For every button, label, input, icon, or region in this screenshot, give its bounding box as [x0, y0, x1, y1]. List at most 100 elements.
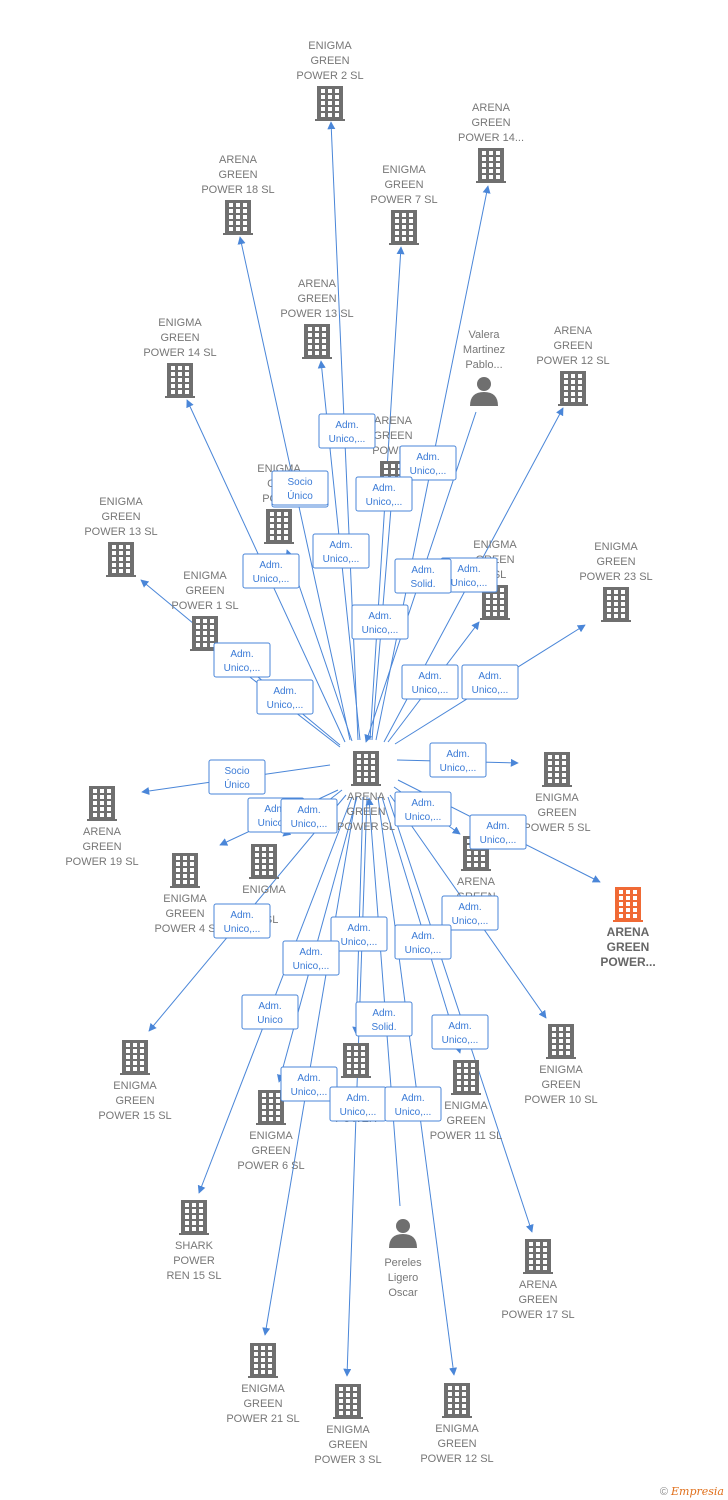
building-window — [354, 1058, 358, 1062]
edge-label[interactable]: Adm.Unico,... — [384, 1086, 442, 1122]
building-window — [354, 1070, 358, 1074]
building-window — [254, 1364, 258, 1368]
edge-label[interactable]: Adm.Unico,... — [469, 814, 527, 850]
edge-label[interactable]: Adm.Unico,... — [431, 1014, 489, 1050]
building-window — [621, 590, 625, 594]
node-label-line: POWER 3 SL — [314, 1454, 381, 1466]
edge-label-text: Solid. — [410, 579, 435, 590]
building-base — [442, 1416, 472, 1418]
building-window — [236, 209, 240, 213]
building-window — [543, 1242, 547, 1246]
edge-label-text: Unico,... — [362, 625, 399, 636]
building-window — [126, 569, 130, 573]
edge-label[interactable]: Adm.Unico,... — [318, 413, 376, 449]
building-window — [448, 1398, 452, 1402]
building-window — [192, 1209, 196, 1213]
edge-label[interactable]: Adm.Unico,... — [351, 604, 409, 640]
building-window — [308, 339, 312, 343]
edge-label[interactable]: Adm.Unico,... — [312, 533, 370, 569]
edge-label[interactable]: Adm.Solid. — [355, 1001, 413, 1037]
building-window — [402, 213, 406, 217]
building-window — [619, 896, 623, 900]
edge-label[interactable]: Adm.Unico,... — [213, 642, 271, 678]
edge-label[interactable]: Adm.Unico,... — [330, 916, 388, 952]
edge-label[interactable]: Adm.Unico,... — [441, 895, 499, 931]
edge-label[interactable]: Adm.Unico,... — [242, 553, 300, 589]
building-window — [335, 101, 339, 105]
building-window — [464, 1081, 468, 1085]
building-window — [462, 1410, 466, 1414]
edge-label[interactable]: Adm.Unico,... — [429, 742, 487, 778]
edge-label[interactable]: Adm.Unico,... — [256, 679, 314, 715]
building-window — [462, 1404, 466, 1408]
building-window — [614, 614, 618, 618]
building-window — [614, 590, 618, 594]
edge-label[interactable]: Adm.Unico,... — [282, 940, 340, 976]
building-window — [328, 89, 332, 93]
edge-label[interactable]: Adm.Unico,... — [280, 1066, 338, 1102]
edge-label-text: Unico,... — [224, 663, 261, 674]
edge-label[interactable]: Adm.Unico,... — [355, 476, 413, 512]
edge-label-text: Adm. — [418, 671, 441, 682]
edge-label[interactable]: Adm.Unico,... — [394, 791, 452, 827]
node-label-line: Pablo... — [465, 359, 502, 371]
building-window — [571, 386, 575, 390]
building-base — [613, 920, 643, 922]
edge-label[interactable]: Adm.Unico,... — [280, 798, 338, 834]
edge-label[interactable]: Adm.Unico,... — [394, 924, 452, 960]
edge-label[interactable]: Adm.Solid. — [394, 558, 452, 594]
building-window — [353, 1387, 357, 1391]
edge-label-box — [213, 903, 271, 939]
edge-label[interactable]: Adm.Unico — [241, 994, 299, 1030]
building-window — [529, 1266, 533, 1270]
building-window — [500, 588, 504, 592]
building-window — [566, 1027, 570, 1031]
building-window — [321, 113, 325, 117]
edge-label[interactable]: Adm.Unico,... — [213, 903, 271, 939]
edge-label-text: Adm. — [457, 564, 480, 575]
edge-label[interactable]: Adm.Unico,... — [461, 664, 519, 700]
building-window — [190, 856, 194, 860]
building-base — [190, 649, 220, 651]
edge-label[interactable]: Adm.Unico,... — [401, 664, 459, 700]
node-label-line: ARENA — [374, 415, 413, 427]
edge-label[interactable]: Adm.Unico,... — [329, 1086, 387, 1122]
edge-label-box — [208, 759, 266, 795]
edge-label[interactable]: Adm.Unico,... — [399, 445, 457, 481]
building-window — [493, 594, 497, 598]
brand-logo[interactable]: Empresia — [671, 1485, 724, 1498]
building-window — [335, 113, 339, 117]
building-window — [190, 862, 194, 866]
building-window — [467, 857, 471, 861]
